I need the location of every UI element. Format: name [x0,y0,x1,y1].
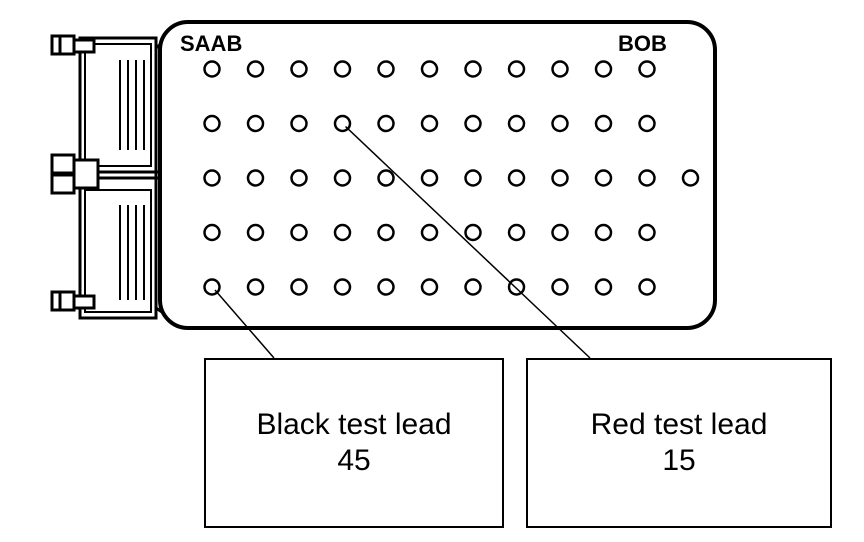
pin-r5-c3 [290,278,308,296]
board-label-saab: SAAB [180,31,242,56]
pin-r1-c5 [377,60,395,78]
board-label-bob: BOB [618,31,667,56]
pin-r1-c11 [638,60,656,78]
red-test-lead-label: Red test lead [590,408,768,441]
pin-r4-c10 [594,223,613,242]
pin-r4-c8 [507,223,526,242]
red-lead-leader-line [344,125,591,359]
pin-r2-c9 [551,114,569,133]
pin-r5-c8 [507,278,526,296]
pin-r2-c10 [594,114,613,133]
pin-r3-c3 [290,169,308,187]
pin-r3-c10 [594,169,613,187]
pin-r4-c5 [377,223,395,242]
black-lead-leader-line [214,289,275,359]
pin-r3-c11 [638,169,656,187]
pin-r1-c3 [290,60,308,78]
black-test-lead-label: Black test lead [256,408,452,441]
pin-r5-c10 [594,278,613,296]
pin-r2-c3 [290,114,308,133]
pin-r1-c7 [464,60,482,78]
pin-r4-c4 [333,223,352,242]
pin-r2-c2 [246,114,265,133]
pin-r3-c8 [507,169,526,187]
pin-r3-c4 [333,169,352,187]
pin-r3-c7 [464,169,482,187]
pin-r1-c10 [594,60,613,78]
pin-r3-c9 [551,169,569,187]
pin-r1-c8 [507,60,526,78]
red-test-lead-pin: 15 [662,444,696,477]
pin-r5-c11 [638,278,656,296]
pin-r5-c9 [551,278,569,296]
pin-r2-c1 [203,114,221,133]
pin-r4-c6 [420,223,439,242]
pin-r4-c2 [246,223,265,242]
black-test-lead-pin: 45 [337,444,371,477]
pin-r4-c7 [464,223,482,242]
pin-r4-c11 [638,223,656,242]
pin-r2-c8 [507,114,526,133]
connector-clip-bottom [50,290,96,312]
black-test-lead-callout: Black test lead 45 [204,358,504,528]
connector-lower-block [84,189,152,313]
connector-clip-middle [50,153,158,195]
callout-leaders [214,125,591,359]
pin-r5-c4 [333,278,352,296]
pin-r4-c9 [551,223,569,242]
pin-r2-c6 [420,114,439,133]
pin-r1-c2 [246,60,265,78]
pin-grid [203,60,700,296]
pin-r2-c11 [638,114,656,133]
pin-r1-c9 [551,60,569,78]
pin-r4-c3 [290,223,308,242]
pin-r1-c1 [203,60,221,78]
pin-r3-c2 [246,169,265,187]
pin-r5-c5 [377,278,395,296]
pin-r1-c4 [333,60,352,78]
red-test-lead-callout: Red test lead 15 [526,358,832,528]
pin-r4-c1 [203,223,221,242]
connector-clip-top [50,34,96,56]
pin-r5-c7 [464,278,482,296]
pin-r3-c5 [377,169,395,187]
pin-r5-c6 [420,278,439,296]
pin-r2-c5 [377,114,395,133]
pin-r3-c6 [420,169,439,187]
connector-upper-block [84,43,152,167]
pin-r3-c1 [203,169,221,187]
pin-r2-c7 [464,114,482,133]
pin-r5-c2 [246,278,265,296]
pin-r1-c6 [420,60,439,78]
connector-bracket [50,34,169,320]
pin-r3-c12 [681,169,700,187]
